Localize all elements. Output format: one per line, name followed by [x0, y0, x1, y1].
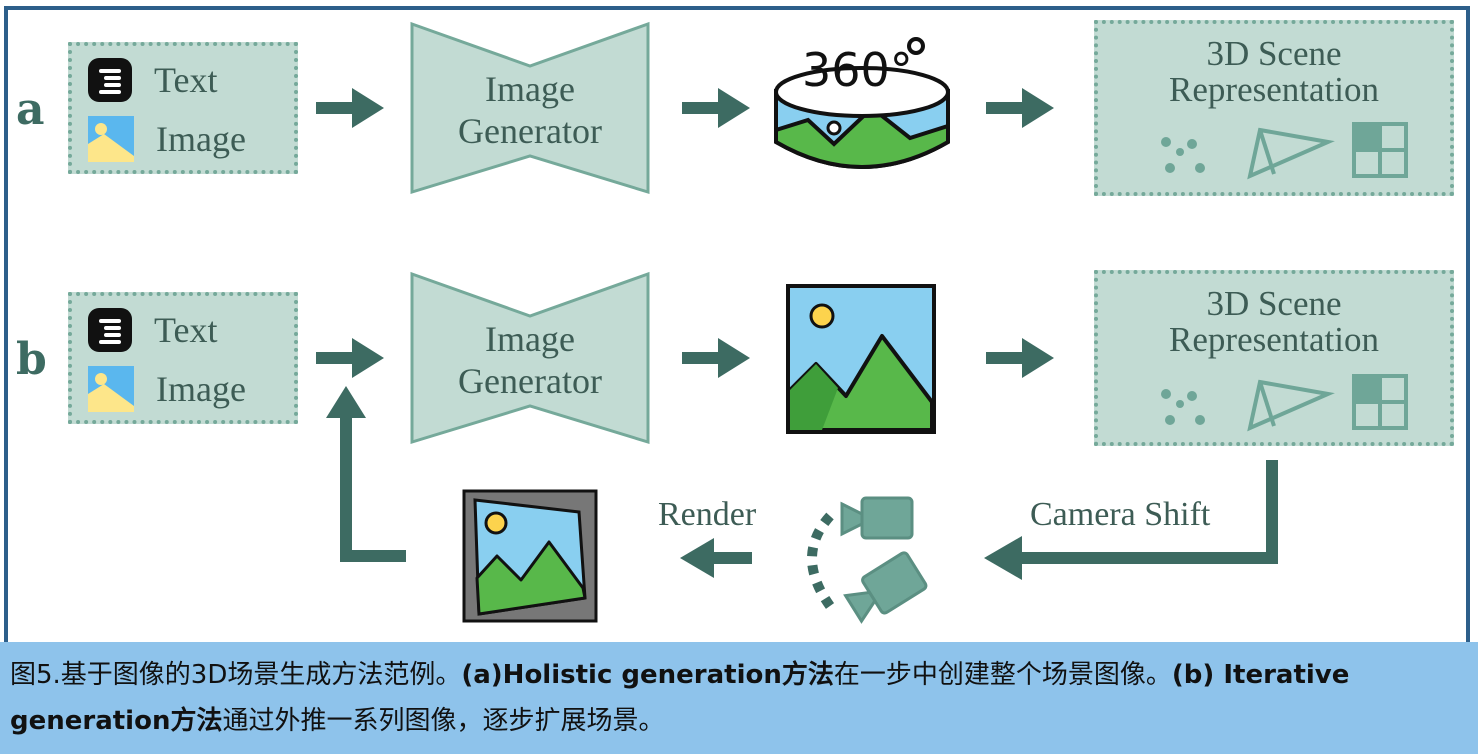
rendered-image-icon	[462, 489, 598, 623]
camera-icon	[840, 496, 914, 540]
text-input-label: Text	[154, 60, 218, 100]
caption-part-1: 图5.基于图像的3D场景生成方法范例。	[10, 660, 462, 690]
render-label: Render	[658, 496, 757, 533]
grid-icon	[1352, 374, 1408, 430]
generator-line1: Image	[485, 69, 575, 109]
generator-line2: Generator	[458, 111, 602, 151]
text-doc-icon	[88, 308, 132, 352]
caption-part-5: 通过外推一系列图像，逐步扩展场景。	[222, 706, 665, 736]
caption-part-4: (b) Iterative generation方法	[10, 660, 1350, 736]
caption-part-3: 在一步中创建整个场景图像。	[833, 660, 1172, 690]
scene-title-line1: 3D Scene	[1206, 34, 1342, 73]
text-doc-icon	[88, 58, 132, 102]
point-cloud-icon	[1161, 389, 1205, 425]
row-b-image-generator: Image Generator	[410, 271, 650, 445]
panorama-360-text: 360°	[802, 43, 913, 97]
image-icon	[88, 116, 134, 162]
mesh-icon	[1247, 127, 1335, 180]
arrow-a2-icon	[682, 88, 750, 128]
mesh-icon	[1247, 379, 1335, 432]
row-a-scene-representation: 3D Scene Representation	[1094, 20, 1454, 196]
arrow-b2-icon	[682, 338, 750, 378]
image-input-label: Image	[156, 119, 246, 159]
generator-line1: Image	[485, 319, 575, 359]
arrow-a3-icon	[986, 88, 1054, 128]
generated-image-icon	[786, 284, 936, 434]
figure-caption: 图5.基于图像的3D场景生成方法范例。(a)Holistic generatio…	[0, 642, 1478, 754]
render-arrow-icon	[680, 538, 752, 578]
arrow-b3-icon	[986, 338, 1054, 378]
grid-icon	[1352, 122, 1408, 178]
image-input-label: Image	[156, 369, 246, 409]
row-a-input-box: Text Image	[68, 42, 298, 174]
panorama-360-icon: 360°	[772, 34, 952, 184]
image-icon	[88, 366, 134, 412]
feedback-arrow-icon	[326, 386, 406, 562]
caption-part-2: (a)Holistic generation方法	[461, 660, 834, 690]
row-b-input-box: Text Image	[68, 292, 298, 424]
row-b-scene-representation: 3D Scene Representation	[1094, 270, 1454, 446]
row-b-label: b	[16, 334, 47, 385]
arrow-b1-icon	[316, 338, 384, 378]
row-a-image-generator: Image Generator	[410, 21, 650, 195]
row-a-label: a	[16, 84, 45, 135]
scene-title-line2: Representation	[1169, 320, 1379, 359]
camera-shift-arrow-icon	[984, 460, 1278, 580]
text-input-label: Text	[154, 310, 218, 350]
arrow-a1-icon	[316, 88, 384, 128]
scene-title-line2: Representation	[1169, 70, 1379, 109]
point-cloud-icon	[1161, 137, 1205, 173]
scene-title-line1: 3D Scene	[1206, 284, 1342, 323]
generator-line2: Generator	[458, 361, 602, 401]
camera-icon	[843, 551, 928, 624]
camera-shift-label: Camera Shift	[1030, 496, 1211, 533]
